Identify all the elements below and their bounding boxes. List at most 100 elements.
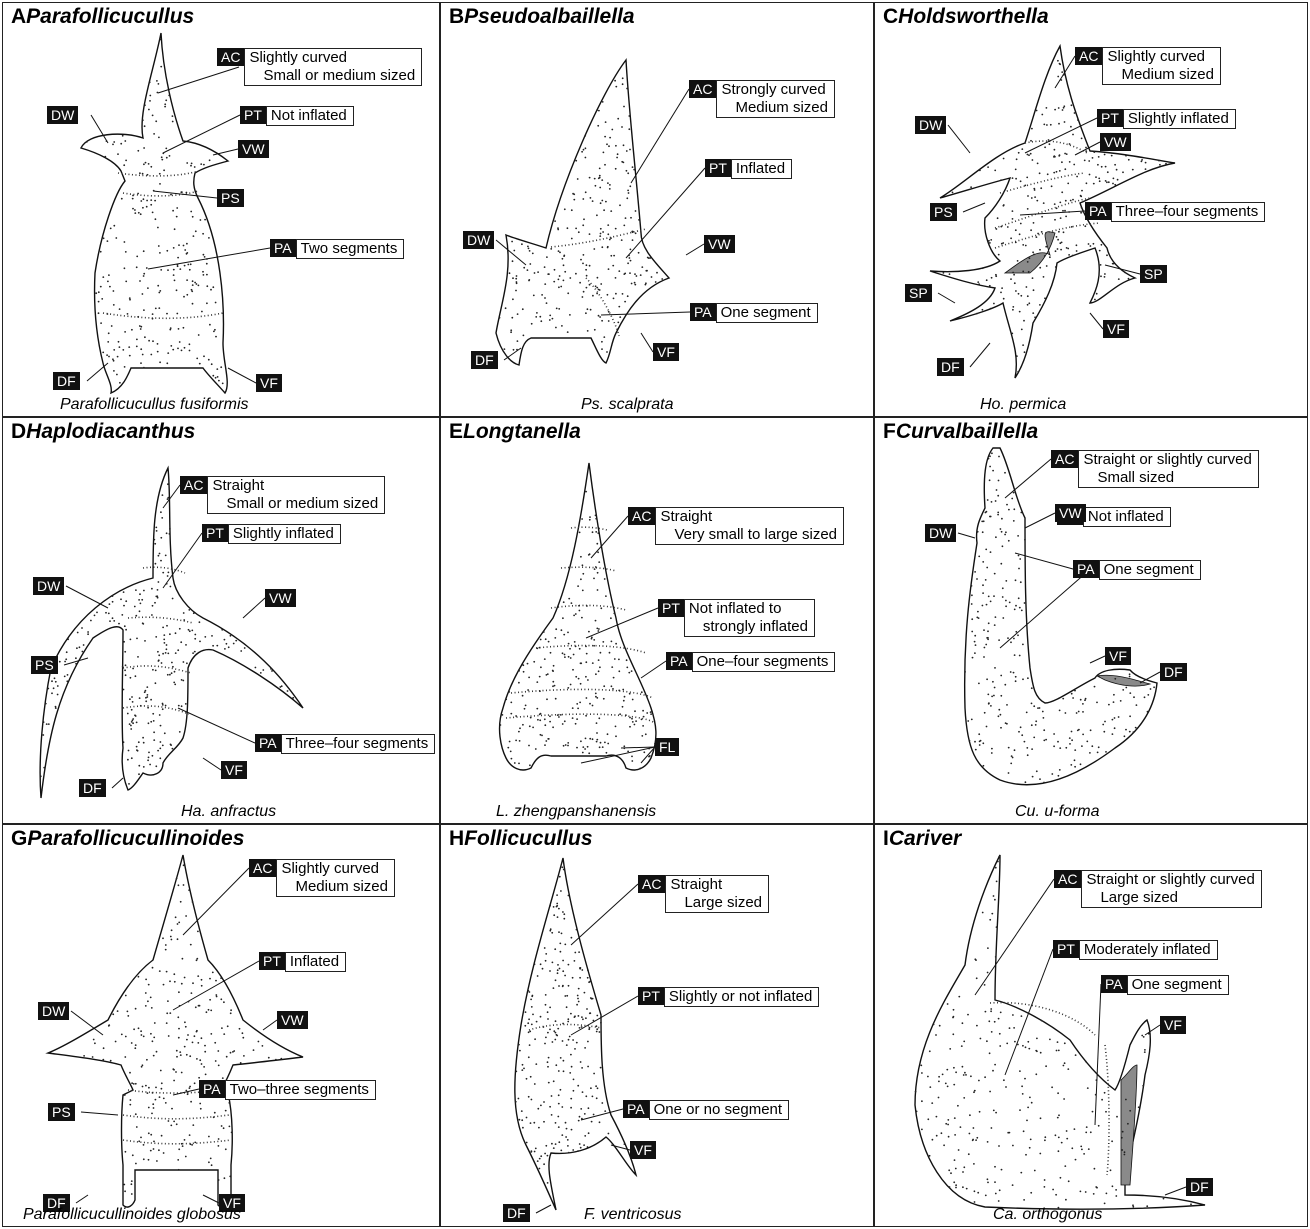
description-line: Slightly curved xyxy=(1107,48,1214,66)
feature-code: PT xyxy=(1053,940,1079,958)
feature-code: PT xyxy=(259,952,285,970)
genus-name: Curvalbaillella xyxy=(896,420,1038,443)
feature-description: Inflated xyxy=(285,952,346,972)
structure-tag: VF xyxy=(653,343,679,361)
panel-f: FCurvalbaillellaACStraight or slightly c… xyxy=(874,417,1308,824)
leader-line xyxy=(948,125,970,153)
panel-letter: A xyxy=(11,5,26,28)
leader-line xyxy=(81,1112,118,1115)
species-name: Ca. orthogonus xyxy=(993,1206,1102,1224)
structure-tag: DF xyxy=(1160,663,1187,681)
description-line: Three–four segments xyxy=(286,735,429,753)
feature-label-pt: PTNot inflated tostrongly inflated xyxy=(658,599,815,637)
panel-letter: H xyxy=(449,827,464,850)
panel-letter: E xyxy=(449,420,463,443)
structure-tag: PS xyxy=(31,656,58,674)
feature-code: AC xyxy=(1054,870,1081,888)
description-line: Straight or slightly curved xyxy=(1083,451,1251,469)
structure-tag: VW xyxy=(277,1011,308,1029)
feature-code: AC xyxy=(638,875,665,893)
genus-name: Longtanella xyxy=(463,420,581,443)
leader-line xyxy=(963,203,985,212)
feature-description: StraightVery small to large sized xyxy=(655,507,844,545)
genus-name: Cariver xyxy=(889,827,961,850)
structure-tag: VF xyxy=(1103,320,1129,338)
leader-line xyxy=(1090,313,1103,329)
leader-line xyxy=(938,293,955,303)
structure-tag: VW xyxy=(1100,133,1131,151)
description-line: Slightly curved xyxy=(249,49,415,67)
structure-tag: DW xyxy=(47,106,78,124)
panel-title: FCurvalbaillella xyxy=(883,420,1038,444)
panel-letter: C xyxy=(883,5,898,28)
genus-name: Haplodiacanthus xyxy=(26,420,195,443)
panel-letter: F xyxy=(883,420,896,443)
panel-title: CHoldsworthella xyxy=(883,5,1049,29)
panel-title: DHaplodiacanthus xyxy=(11,420,195,444)
description-line: Small or medium sized xyxy=(212,495,378,513)
feature-label-pa: PAOne segment xyxy=(1101,975,1229,995)
structure-tag: DF xyxy=(53,372,80,390)
feature-description: Inflated xyxy=(731,159,792,179)
feature-label-pa: PATwo–three segments xyxy=(199,1080,376,1100)
description-line: Strongly curved xyxy=(721,81,828,99)
genus-name: Pseudoalbaillella xyxy=(464,5,634,28)
feature-label-pa: PA Three–four segments xyxy=(255,734,435,754)
description-line: One segment xyxy=(721,304,811,322)
description-line: Two segments xyxy=(301,240,398,258)
description-line: Slightly inflated xyxy=(233,525,334,543)
leader-line xyxy=(1165,1187,1186,1195)
description-line: Medium sized xyxy=(1107,66,1214,84)
leader-line xyxy=(213,149,238,155)
structure-tag: DF xyxy=(79,779,106,797)
structure-tag: VF xyxy=(256,374,282,392)
feature-code: PT xyxy=(705,159,731,177)
description-line: Inflated xyxy=(290,953,339,971)
feature-code: PA xyxy=(255,734,281,752)
panel-h: HFollicucullusACStraightLarge sizedPTSli… xyxy=(440,824,874,1227)
panel-g: GParafollicucullinoidesACSlightly curved… xyxy=(2,824,440,1227)
leader-line xyxy=(641,661,666,678)
feature-code: AC xyxy=(180,476,207,494)
feature-code: AC xyxy=(689,80,716,98)
specimen-outline xyxy=(965,448,1157,785)
feature-code: PA xyxy=(623,1100,649,1118)
description-line: Straight xyxy=(660,508,837,526)
structure-tag: DF xyxy=(937,358,964,376)
structure-tag: SP xyxy=(905,284,932,302)
panel-letter: G xyxy=(11,827,27,850)
feature-description: Slightly curvedMedium sized xyxy=(276,859,395,897)
leader-line xyxy=(536,1205,551,1213)
feature-label-pt: PT Inflated xyxy=(259,952,346,972)
feature-label-pt: PTInflated xyxy=(705,159,792,179)
description-line: Moderately inflated xyxy=(1084,941,1211,959)
feature-code: PA xyxy=(666,652,692,670)
description-line: Small sized xyxy=(1083,469,1251,487)
feature-label-pa: PAThree–four segments xyxy=(1085,202,1265,222)
feature-description: Two–three segments xyxy=(225,1080,376,1100)
leader-line xyxy=(571,884,638,945)
description-line: Very small to large sized xyxy=(660,526,837,544)
species-name: Ha. anfractus xyxy=(181,803,276,821)
structure-tag: PS xyxy=(217,189,244,207)
leader-line xyxy=(76,1195,88,1203)
feature-description: Three–four segments xyxy=(281,734,436,754)
feature-description: One segment xyxy=(1099,560,1201,580)
structure-tag: PS xyxy=(48,1103,75,1121)
feature-label-ac: ACStraight or slightly curvedSmall sized xyxy=(1051,450,1259,488)
feature-description: Not inflated xyxy=(266,106,354,126)
feature-description: One segment xyxy=(1127,975,1229,995)
description-line: Not inflated to xyxy=(689,600,808,618)
feature-description: Three–four segments xyxy=(1111,202,1266,222)
feature-label-ac: ACStraightVery small to large sized xyxy=(628,507,844,545)
feature-description: Slightly inflated xyxy=(1123,109,1236,129)
